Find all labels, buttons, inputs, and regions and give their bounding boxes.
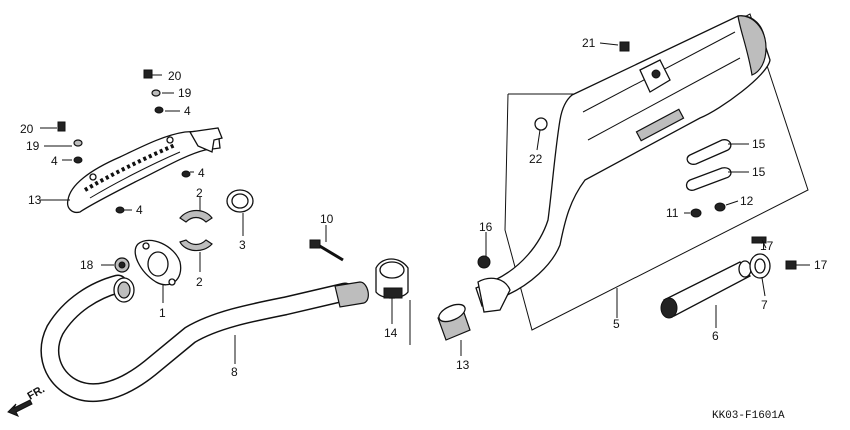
tail-clamp (749, 253, 771, 279)
flange-nut (114, 257, 130, 273)
exhaust-pipe (40, 274, 369, 402)
callout-20-lower: 20 (20, 122, 34, 136)
heat-guard (66, 127, 223, 214)
callout-18: 18 (80, 258, 94, 272)
callout-19-lower: 19 (26, 139, 40, 153)
collet-upper (179, 209, 213, 223)
callout-3: 3 (239, 238, 246, 252)
callout-11: 15 (752, 165, 766, 179)
front-direction-indicator: FR. (7, 383, 47, 417)
bracket-11 (685, 167, 732, 191)
pipe-clamp (375, 258, 409, 299)
exhaust-flange (134, 239, 182, 286)
callout-6: 6 (712, 329, 719, 343)
muffler (475, 15, 771, 313)
callout-19-upper: 19 (178, 86, 192, 100)
collet-lower (179, 239, 213, 252)
front-label: FR. (26, 383, 47, 402)
callout-4-lower: 4 (136, 203, 143, 217)
exhaust-gasket (226, 189, 254, 213)
bracket-12 (686, 139, 732, 165)
callout-10: 14 (384, 326, 398, 340)
callout-7: 7 (761, 298, 768, 312)
clamp-bolt (309, 239, 344, 262)
callout-16: 16 (479, 220, 493, 234)
callout-4-mid: 4 (198, 166, 205, 180)
callout-8: 8 (231, 365, 238, 379)
callout-17-upper: 17 (760, 239, 774, 253)
leader-lines (40, 42, 810, 364)
callout-13: 13 (456, 358, 470, 372)
callout-12: 15 (752, 137, 766, 151)
tail-pipe (660, 260, 752, 319)
callout-22: 22 (529, 152, 543, 166)
callout-9: 13 (28, 193, 42, 207)
callout-17-right: 17 (814, 258, 828, 272)
hardware-left (57, 69, 191, 214)
callout-21: 21 (582, 36, 596, 50)
callout-15-right: 12 (740, 194, 754, 208)
callout-14: 10 (320, 212, 334, 226)
callout-5: 5 (613, 317, 620, 331)
callout-4-upper: 4 (184, 104, 191, 118)
joint-sleeve (437, 303, 471, 341)
callout-2-lower: 2 (196, 275, 203, 289)
callout-20-upper: 20 (168, 69, 182, 83)
callout-15-left: 11 (666, 206, 679, 220)
callout-1: 1 (159, 306, 166, 320)
callout-2-upper: 2 (196, 186, 203, 200)
callout-4-left: 4 (51, 154, 58, 168)
hardware-right (477, 41, 797, 270)
drawing-code: KK03-F1601A (712, 410, 785, 422)
